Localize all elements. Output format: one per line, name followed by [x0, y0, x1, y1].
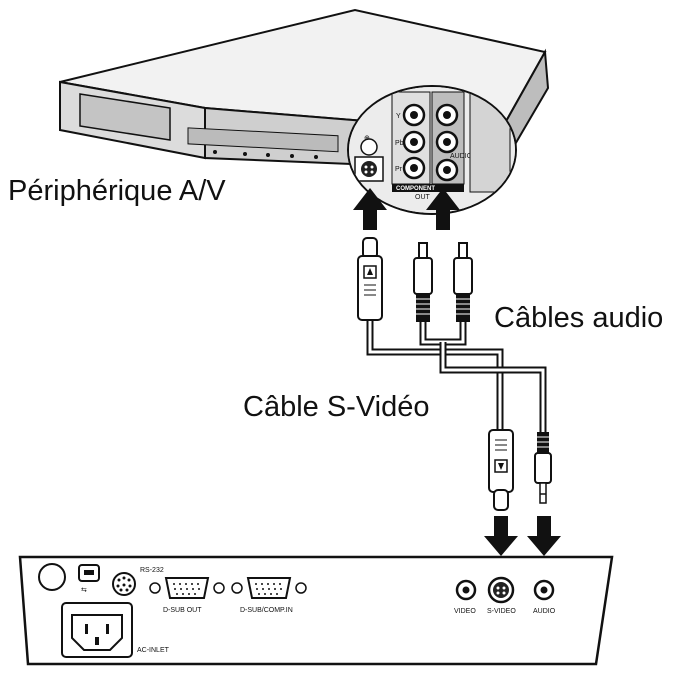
av-component-y-jack: Y — [396, 103, 426, 127]
video-port-label: VIDEO — [454, 608, 476, 615]
svideo-plug-top — [357, 237, 383, 321]
rs232-port: RS-232 — [112, 567, 164, 596]
arrow-down-audio — [527, 516, 561, 556]
av-audio-jack-right — [435, 158, 459, 182]
dsub-comp-in-port: D-SUB/COMP.IN — [231, 577, 307, 614]
av-component-label: COMPONENT — [396, 186, 435, 192]
svideo-port-label: S-VIDEO — [487, 608, 516, 615]
projector-rear-panel: ⇆ RS-232 D-SUB OUT — [18, 555, 614, 666]
svideo-cable-label: Câble S-Vidéo — [243, 391, 429, 423]
video-port: VIDEO — [454, 579, 476, 615]
av-component-pb-jack: Pb — [395, 130, 426, 154]
svg-text:Pb: Pb — [395, 140, 404, 147]
dsub-out-port: D-SUB OUT — [149, 577, 225, 614]
arrow-down-svideo — [484, 516, 518, 556]
audio-jack-plug-bottom — [534, 432, 552, 504]
audio-cable — [419, 322, 547, 440]
rca-plug-right — [453, 242, 473, 322]
svg-text:Y: Y — [396, 113, 401, 120]
svg-text:Pr: Pr — [395, 166, 403, 173]
svideo-port: S-VIDEO — [487, 576, 516, 615]
av-out-label: OUT — [415, 194, 431, 201]
svg-text:⊕: ⊕ — [364, 135, 370, 142]
audio-cables-label: Câbles audio — [494, 302, 663, 334]
av-audio-jack-left — [435, 130, 459, 154]
av-device-label: Périphérique A/V — [8, 175, 226, 207]
usb-icon: ⇆ — [81, 587, 87, 594]
av-rear-panel-zoom: ⊕ Y Pb Pr — [347, 85, 517, 215]
av-audio-jack-top — [435, 103, 459, 127]
svideo-cable — [366, 318, 504, 440]
av-audio-label: AUDIO — [450, 153, 473, 160]
rs232-label: RS-232 — [140, 567, 164, 574]
av-device-tray — [79, 93, 171, 141]
av-device-buttons — [213, 150, 318, 159]
lock-slot — [38, 563, 66, 591]
arrow-up-audio — [426, 188, 460, 230]
ac-inlet-label: AC-INLET — [137, 647, 170, 654]
audio-port-label: AUDIO — [533, 608, 556, 615]
arrow-up-svideo — [353, 188, 387, 230]
av-svideo-port: ⊕ — [354, 135, 384, 182]
av-device-display — [187, 127, 339, 153]
dsub-out-label: D-SUB OUT — [163, 607, 202, 614]
usb-port: ⇆ — [78, 564, 100, 594]
dsub-comp-in-label: D-SUB/COMP.IN — [240, 607, 293, 614]
av-component-pr-jack: Pr — [395, 156, 426, 180]
svideo-plug-bottom — [488, 429, 514, 511]
audio-port: AUDIO — [533, 579, 556, 615]
ac-inlet: AC-INLET — [61, 602, 170, 658]
rca-plug-left — [413, 242, 433, 322]
